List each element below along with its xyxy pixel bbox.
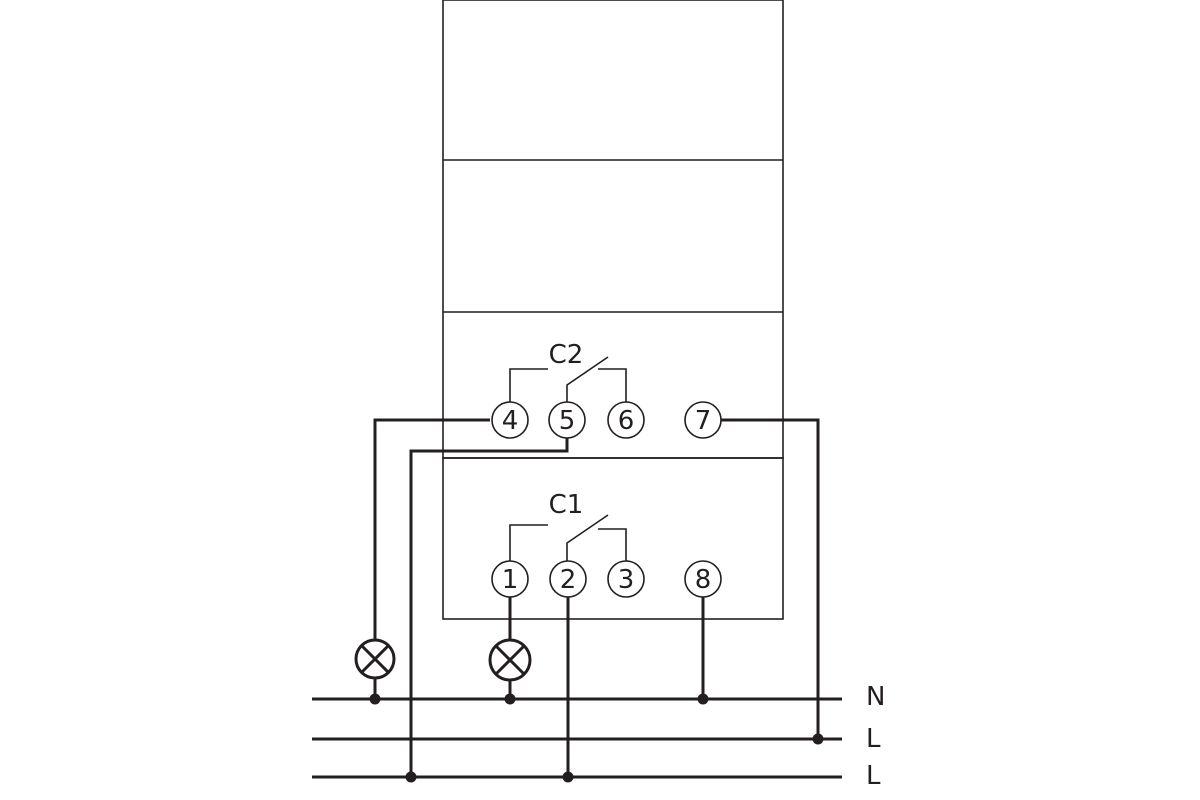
junction-dot xyxy=(504,693,516,705)
device-housing xyxy=(442,0,784,620)
c1-switch-blade xyxy=(566,514,609,561)
rail-n-label: N xyxy=(866,682,885,712)
junction-dot xyxy=(405,771,417,783)
terminal-1: 1 xyxy=(491,560,529,598)
svg-text:2: 2 xyxy=(560,565,577,595)
wiring xyxy=(373,418,820,777)
terminal-8: 8 xyxy=(684,560,722,598)
c2-no-lead xyxy=(598,368,627,402)
terminal-3: 3 xyxy=(607,560,645,598)
wire-terminal-4-to-lamp-left xyxy=(373,418,490,639)
c1-no-lead xyxy=(598,528,627,561)
junction-dot xyxy=(562,771,574,783)
svg-text:4: 4 xyxy=(502,406,519,436)
supply-rails: N L L xyxy=(312,682,885,791)
terminal-6: 6 xyxy=(607,401,645,439)
svg-text:8: 8 xyxy=(695,565,712,595)
wire-terminal-5-to-l2 xyxy=(409,437,569,777)
wire-terminal-7-to-l1 xyxy=(721,418,820,739)
terminal-5: 5 xyxy=(548,401,586,439)
contact-c2: C2 xyxy=(509,340,627,402)
contact-c1-label: C1 xyxy=(549,490,584,520)
junction-dot xyxy=(697,693,709,705)
lower-housing xyxy=(442,457,784,620)
terminal-2: 2 xyxy=(549,560,587,598)
junction-dot xyxy=(812,733,824,745)
contact-c1: C1 xyxy=(509,490,627,561)
svg-text:1: 1 xyxy=(502,565,519,595)
upper-housing xyxy=(442,0,784,459)
svg-text:5: 5 xyxy=(559,406,576,436)
lamp-center-icon xyxy=(488,638,532,682)
svg-text:6: 6 xyxy=(618,406,635,436)
junctions xyxy=(369,693,824,783)
junction-dot xyxy=(369,693,381,705)
lamp-left-icon xyxy=(354,638,396,680)
rail-l1-label: L xyxy=(866,724,881,754)
terminal-4: 4 xyxy=(491,401,529,439)
c2-switch-blade xyxy=(566,356,609,402)
c1-nc-lead xyxy=(509,524,548,561)
svg-text:3: 3 xyxy=(618,565,635,595)
c2-nc-lead xyxy=(509,368,548,402)
svg-text:7: 7 xyxy=(695,406,712,436)
rail-l2-label: L xyxy=(866,761,881,791)
terminal-7: 7 xyxy=(684,401,722,439)
contact-c2-label: C2 xyxy=(549,340,584,370)
